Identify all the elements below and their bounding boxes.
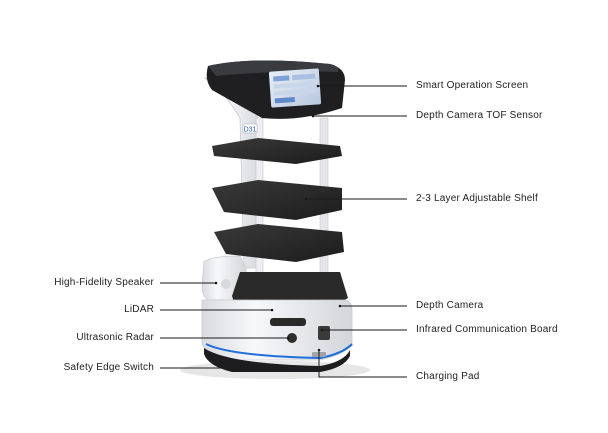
- ultrasonic-sensor: [287, 333, 297, 343]
- callout-smart-screen: Smart Operation Screen: [416, 80, 529, 91]
- model-badge-plate: [242, 123, 258, 134]
- dot-infrared: [320, 328, 324, 332]
- callout-infrared-board: Infrared Communication Board: [416, 324, 558, 335]
- callout-speaker: High-Fidelity Speaker: [54, 277, 154, 288]
- callout-shelf: 2-3 Layer Adjustable Shelf: [416, 193, 538, 204]
- dot-edge: [280, 366, 284, 370]
- dot-charging: [317, 348, 321, 352]
- dot-speaker: [214, 281, 218, 285]
- blue-accent-strip: [205, 343, 353, 360]
- callout-safety-edge: Safety Edge Switch: [63, 362, 154, 373]
- callout-depth-camera: Depth Camera: [416, 300, 484, 311]
- callout-lidar: LiDAR: [124, 304, 154, 315]
- dot-lidar: [270, 308, 274, 312]
- shelf-bottom: [214, 224, 344, 262]
- dot-screen: [316, 84, 320, 88]
- model-badge: D31: [244, 127, 257, 134]
- lidar-window: [270, 318, 306, 326]
- head-top-cap: [208, 60, 339, 76]
- leader-charging: [318, 350, 407, 378]
- dot-depthcam: [338, 304, 342, 308]
- leader-dots: [214, 84, 342, 370]
- speaker-grille: [221, 279, 231, 289]
- callout-tof-sensor: Depth Camera TOF Sensor: [416, 110, 543, 121]
- bumper-edge: [204, 348, 350, 372]
- dot-radar: [286, 336, 290, 340]
- shelf-middle: [212, 180, 342, 220]
- callout-ultrasonic-radar: Ultrasonic Radar: [76, 332, 154, 343]
- screen-ui: [273, 73, 317, 104]
- leader-lines: [160, 85, 407, 378]
- lower-tray: [232, 272, 348, 308]
- dot-tof: [311, 114, 315, 118]
- dot-shelf: [304, 197, 308, 201]
- callout-charging-pad: Charging Pad: [416, 371, 480, 382]
- infrared-board: [318, 326, 330, 340]
- shelf-top: [212, 138, 342, 164]
